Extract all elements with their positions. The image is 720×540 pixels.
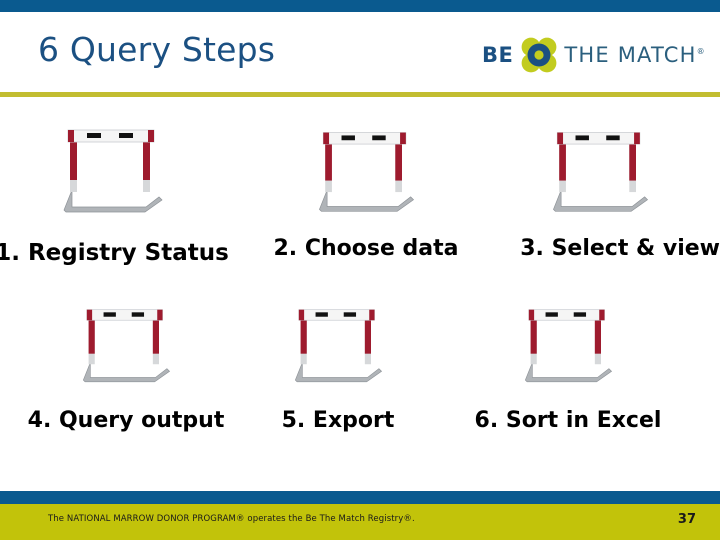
logo-the-match-text: THE MATCH® bbox=[564, 42, 706, 67]
be-the-match-logo: BE THE MATCH® bbox=[482, 34, 706, 76]
header-area bbox=[0, 12, 720, 92]
step-label-4: 4. Query output bbox=[27, 408, 225, 433]
step-label-3: 3. Select & view bbox=[520, 236, 720, 261]
logo-registered-mark: ® bbox=[696, 46, 706, 56]
hurdle-icon bbox=[218, 287, 458, 392]
title-divider-rule bbox=[0, 92, 720, 97]
step-label-1: 1. Registry Status bbox=[0, 240, 229, 266]
logo-be-text: BE bbox=[482, 42, 514, 67]
be-the-match-flower-logo-icon bbox=[520, 36, 558, 74]
top-blue-bar bbox=[0, 0, 720, 12]
step-item-5: 5. Export bbox=[218, 287, 458, 432]
hurdle-icon bbox=[6, 287, 246, 392]
step-item-1: 1. Registry Status bbox=[0, 113, 232, 265]
step-label-6: 6. Sort in Excel bbox=[474, 408, 662, 433]
step-item-2: 2. Choose data bbox=[246, 113, 486, 260]
logo-the-match-label: THE MATCH bbox=[564, 42, 697, 67]
footer-disclaimer-text: The NATIONAL MARROW DONOR PROGRAM® opera… bbox=[48, 514, 415, 524]
hurdle-icon bbox=[448, 287, 688, 392]
step-item-3: 3. Select & view bbox=[480, 113, 720, 260]
steps-grid: 1. Registry Status bbox=[0, 97, 720, 492]
step-item-4: 4. Query output bbox=[6, 287, 246, 432]
hurdle-icon bbox=[480, 113, 720, 218]
footer-green-bar bbox=[0, 504, 720, 540]
page-title: 6 Query Steps bbox=[38, 30, 276, 69]
step-item-6: 6. Sort in Excel bbox=[448, 287, 688, 432]
step-label-2: 2. Choose data bbox=[273, 236, 459, 261]
page-number: 37 bbox=[677, 512, 696, 527]
step-label-5: 5. Export bbox=[281, 408, 395, 433]
footer-blue-bar bbox=[0, 491, 720, 504]
hurdle-icon bbox=[246, 113, 486, 218]
hurdle-icon bbox=[0, 113, 232, 218]
